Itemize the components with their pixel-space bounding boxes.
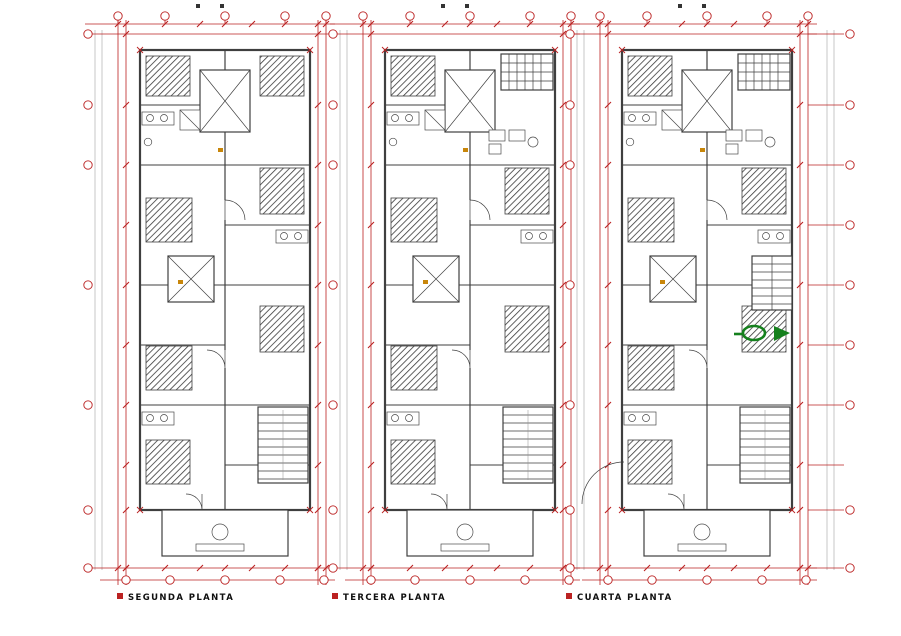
title-bullet-icon bbox=[117, 593, 123, 599]
title-bullet-icon bbox=[332, 593, 338, 599]
floor-plan-tercera bbox=[327, 2, 582, 587]
plan-title-tercera: TERCERA PLANTA bbox=[343, 593, 446, 603]
floor-plan-cuarta-extras bbox=[581, 29, 855, 573]
secondary-staircase bbox=[751, 255, 793, 311]
plan-title-segunda: SEGUNDA PLANTA bbox=[128, 593, 234, 603]
bed bbox=[259, 55, 305, 97]
right-margin-dimensions bbox=[808, 29, 855, 573]
title-bullet-icon bbox=[566, 593, 572, 599]
floor-plan-segunda-extras bbox=[259, 55, 305, 97]
green-highlight-annotation bbox=[734, 324, 790, 342]
entry-door-arc bbox=[581, 461, 625, 505]
plan-title-cuarta: CUARTA PLANTA bbox=[577, 593, 673, 603]
plan-titles: SEGUNDA PLANTA TERCERA PLANTA CUARTA PLA… bbox=[117, 593, 673, 603]
